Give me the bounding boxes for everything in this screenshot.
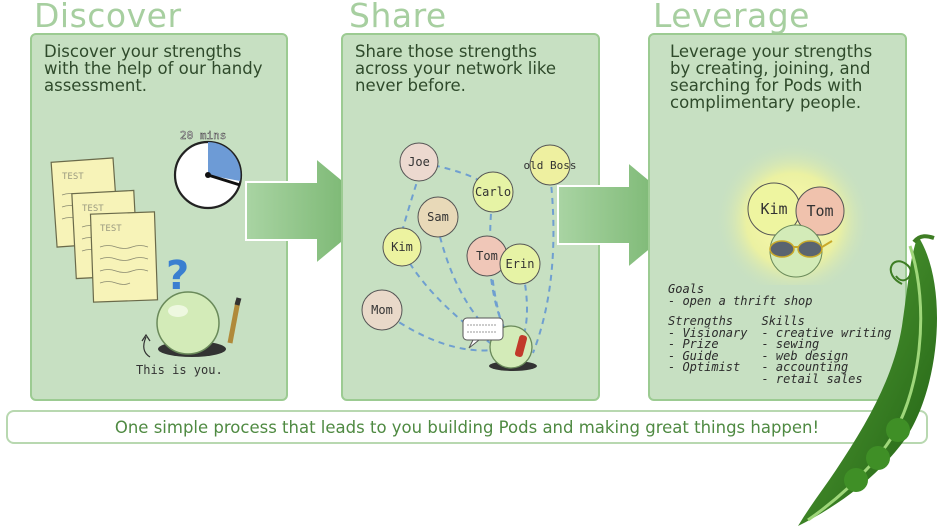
- goal-item: - open a thrift shop: [668, 293, 813, 308]
- person-node-tom[interactable]: Tom: [795, 186, 845, 236]
- person-node-old-boss[interactable]: old Boss: [524, 144, 577, 186]
- you-avatar-icon: [156, 291, 226, 357]
- tagline-banner: One simple process that leads to you bui…: [6, 410, 928, 444]
- svg-text:Tom: Tom: [476, 249, 498, 263]
- skills-heading: Skills: [761, 314, 805, 328]
- timer-icon: [173, 140, 243, 210]
- you-label: This is you.: [136, 363, 223, 377]
- skill-item: - accounting: [761, 360, 849, 374]
- pencil-icon: [227, 297, 242, 344]
- pointer-arrow-icon: [143, 336, 151, 358]
- svg-text:Sam: Sam: [427, 210, 449, 224]
- panel-leverage: Leverage your strengths by creating, joi…: [648, 33, 907, 401]
- strength-item: - Optimist: [668, 360, 741, 374]
- person-node-kim[interactable]: Kim: [747, 182, 801, 236]
- strength-item: - Visionary: [668, 325, 748, 340]
- test-paper-icon: TEST: [89, 211, 159, 303]
- question-mark-icon: ?: [166, 253, 189, 299]
- step-title-discover: Discover: [34, 0, 182, 35]
- svg-text:Kim: Kim: [391, 240, 413, 254]
- skill-item: - web design: [761, 348, 849, 363]
- svg-text:Mom: Mom: [371, 303, 393, 317]
- svg-text:Carlo: Carlo: [475, 185, 511, 199]
- strengths-list: Strengths - Visionary - Prize - Guide - …: [668, 314, 748, 385]
- leverage-description: Leverage your strengths by creating, joi…: [670, 42, 873, 112]
- network-illustration: Joe Carlo Sam Kim Tom Erin Mom old Boss: [361, 142, 577, 371]
- strengths-heading: Strengths: [668, 314, 734, 328]
- test-label: TEST: [62, 172, 84, 182]
- svg-text:Erin: Erin: [506, 257, 535, 271]
- pod-illustration: Kim Tom: [715, 142, 871, 285]
- svg-text:Kim: Kim: [760, 200, 787, 218]
- discover-description: Discover your strengths with the help of…: [44, 42, 263, 95]
- phone-icon: [514, 335, 528, 357]
- skill-item: - retail sales: [761, 371, 863, 386]
- skill-item: - creative writing: [761, 325, 892, 340]
- pea-pod-icon: [798, 234, 938, 526]
- person-node-joe[interactable]: Joe: [399, 142, 439, 182]
- test-label: TEST: [82, 204, 104, 214]
- person-node-tom[interactable]: Tom: [466, 235, 508, 277]
- svg-text:Tom: Tom: [806, 202, 833, 220]
- svg-text:Joe: Joe: [408, 155, 430, 169]
- sunglasses-icon: [769, 240, 833, 258]
- discover-illustration: TEST TEST TEST 20 mins ?: [50, 129, 243, 377]
- skills-list: Skills - creative writing - sewing - web…: [761, 314, 892, 386]
- step-title-share: Share: [349, 0, 447, 35]
- person-node-kim[interactable]: Kim: [382, 227, 422, 267]
- skill-item: - sewing: [761, 337, 820, 351]
- pod-profile: Goals - open a thrift shop Strengths - V…: [668, 282, 928, 386]
- panel-share: Share those strengths across your networ…: [341, 33, 600, 401]
- strength-item: - Prize: [668, 337, 719, 351]
- strength-item: - Guide: [668, 348, 719, 363]
- svg-text:old Boss: old Boss: [524, 159, 577, 172]
- share-description: Share those strengths across your networ…: [355, 42, 557, 95]
- speech-bubble-icon: [462, 317, 504, 349]
- test-label: TEST: [100, 224, 122, 234]
- goals-heading: Goals: [668, 282, 705, 296]
- person-node-mom[interactable]: Mom: [361, 289, 403, 331]
- tagline-text: One simple process that leads to you bui…: [114, 417, 820, 437]
- timer-label: 20 mins: [180, 129, 226, 142]
- person-node-erin[interactable]: Erin: [499, 243, 541, 285]
- person-node-sam[interactable]: Sam: [417, 196, 459, 238]
- step-title-leverage: Leverage: [653, 0, 810, 35]
- person-node-carlo[interactable]: Carlo: [472, 171, 514, 213]
